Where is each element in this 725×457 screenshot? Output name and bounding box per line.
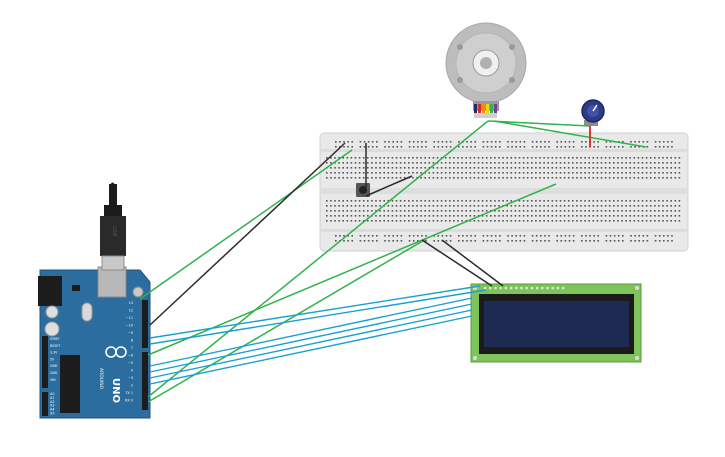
power-pin-label: RESET [50, 344, 60, 348]
power-pin-label: 3.3V [50, 351, 58, 355]
lcd-header-pins [484, 287, 565, 290]
digital-pin-label: 13 [129, 301, 133, 305]
digital-pin-label: ~3 [128, 376, 133, 380]
digital-pin-label: ~11 [126, 316, 133, 320]
digital-pin-label: 4 [131, 369, 133, 373]
digital-header [142, 300, 148, 410]
wire-black[interactable] [441, 239, 504, 287]
breadboard-holes [326, 141, 681, 242]
power-pin-label: GND [50, 364, 58, 368]
analog-pin-label: A4 [50, 408, 54, 412]
digital-pin-label: ~6 [128, 354, 133, 358]
wire-blue[interactable] [149, 285, 481, 339]
wire-green[interactable] [147, 120, 489, 398]
pin-labels: 13 12 ~11 ~10 ~9 8 7 ~6 ~5 4 ~3 2 TX 1 RX 0 A0A1A2A3A4… [50, 301, 133, 416]
digital-pin-label: TX 1 [124, 391, 133, 395]
wire-blue[interactable] [149, 297, 473, 367]
arduino-logo [105, 346, 127, 358]
digital-pin-label: ~9 [128, 331, 133, 335]
analog-pin-label: A2 [50, 400, 54, 404]
analog-pin-label: A1 [50, 396, 54, 400]
digital-pin-label: 7 [131, 346, 133, 350]
wire-blue[interactable] [149, 315, 473, 385]
digital-pin-label: ~10 [126, 324, 133, 328]
wire-green[interactable] [493, 120, 647, 148]
wire-green[interactable] [487, 120, 591, 127]
lcd-16x2-icon[interactable] [470, 283, 642, 363]
wire-black[interactable] [365, 175, 413, 197]
arduino-brand-text: ARDUINO [98, 368, 104, 390]
breadboard-icon[interactable] [319, 132, 689, 252]
wire-green[interactable] [139, 149, 353, 300]
power-pin-label: IOREF [50, 337, 60, 341]
power-pin-label: 5V [50, 357, 55, 361]
wire-blue[interactable] [149, 289, 487, 345]
wire-black[interactable] [421, 239, 493, 287]
usb-cable-icon[interactable]: USB [100, 182, 126, 271]
analog-pin-label: A5 [50, 412, 54, 416]
svg-text:USB: USB [111, 226, 117, 237]
digital-pin-label: 2 [131, 384, 133, 388]
digital-pin-label: ~5 [128, 361, 133, 365]
wire-blue[interactable] [149, 303, 473, 373]
potentiometer-icon[interactable] [581, 99, 605, 126]
digital-pin-label: 12 [129, 309, 133, 313]
arduino-model-text: UNO [110, 378, 121, 403]
wires [139, 120, 647, 403]
analog-pin-label: A0 [50, 392, 54, 396]
digital-pin-label: 8 [131, 339, 133, 343]
wire-blue[interactable] [149, 309, 473, 379]
power-pin-label: GND [50, 371, 58, 375]
power-analog-header [42, 336, 48, 416]
servo-motor-icon[interactable] [445, 22, 527, 118]
digital-pin-label: RX 0 [125, 399, 133, 403]
arduino-uno-board[interactable]: ARDUINO UNO 13 12 ~11 ~10 ~9 8 7 ~6 ~5 4 ~3 2 TX 1 RX… [38, 266, 151, 419]
analog-pin-label: A3 [50, 404, 54, 408]
power-pin-label: VIN [50, 378, 56, 382]
wire-green[interactable] [147, 183, 557, 356]
wire-black[interactable] [149, 142, 346, 326]
